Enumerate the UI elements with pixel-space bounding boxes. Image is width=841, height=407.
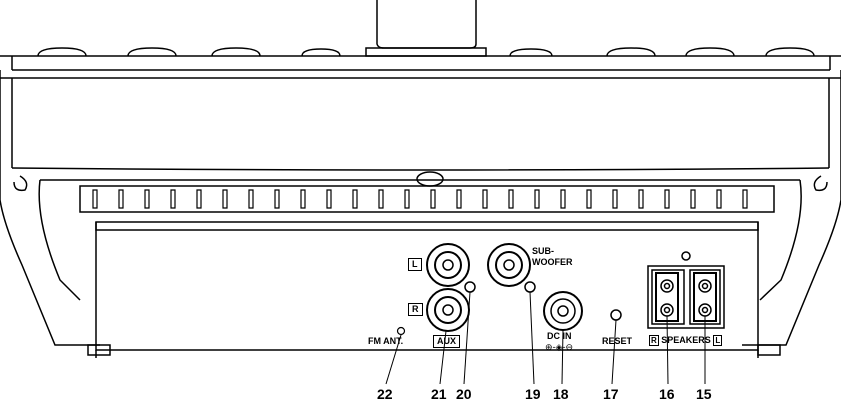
aux-l-label: L <box>408 258 422 271</box>
callout-17: 17 <box>603 386 619 402</box>
aux-r-jack <box>426 288 470 332</box>
speakers-text: SPEAKERS <box>661 335 711 345</box>
reset-label: RESET <box>602 336 633 346</box>
aux-r-label: R <box>408 303 423 316</box>
subwoofer-indicator <box>524 281 536 293</box>
aux-indicator <box>464 281 476 293</box>
top-knob <box>376 0 477 49</box>
fm-antenna-label: FM ANT. <box>368 336 404 346</box>
subwoofer-label-line2: WOOFER <box>532 257 573 267</box>
callout-19: 19 <box>525 386 541 402</box>
speaker-indicator <box>681 251 691 261</box>
callout-20: 20 <box>456 386 472 402</box>
aux-label: AUX <box>433 335 461 348</box>
dc-in-label: DC IN <box>547 331 572 341</box>
callout-22: 22 <box>377 386 393 402</box>
vent-slots <box>92 189 748 209</box>
callout-16: 16 <box>659 386 675 402</box>
subwoofer-label-line1: SUB- <box>532 246 554 256</box>
callout-21: 21 <box>431 386 447 402</box>
speakers-r-label: R <box>649 335 659 346</box>
speakers-label: R SPEAKERS L <box>649 335 723 346</box>
dc-in-jack <box>543 291 583 331</box>
reset-hole <box>610 309 622 321</box>
speakers-l-label: L <box>713 335 723 346</box>
aux-l-jack <box>426 243 470 287</box>
knob-base <box>365 47 487 57</box>
dc-polarity-symbol: ⊕-◈-⊖ <box>545 342 573 352</box>
fm-antenna-socket <box>396 326 406 336</box>
callout-15: 15 <box>696 386 712 402</box>
subwoofer-jack <box>487 243 531 287</box>
callout-18: 18 <box>553 386 569 402</box>
speaker-terminals <box>647 265 725 329</box>
callout-leaders <box>385 291 706 385</box>
